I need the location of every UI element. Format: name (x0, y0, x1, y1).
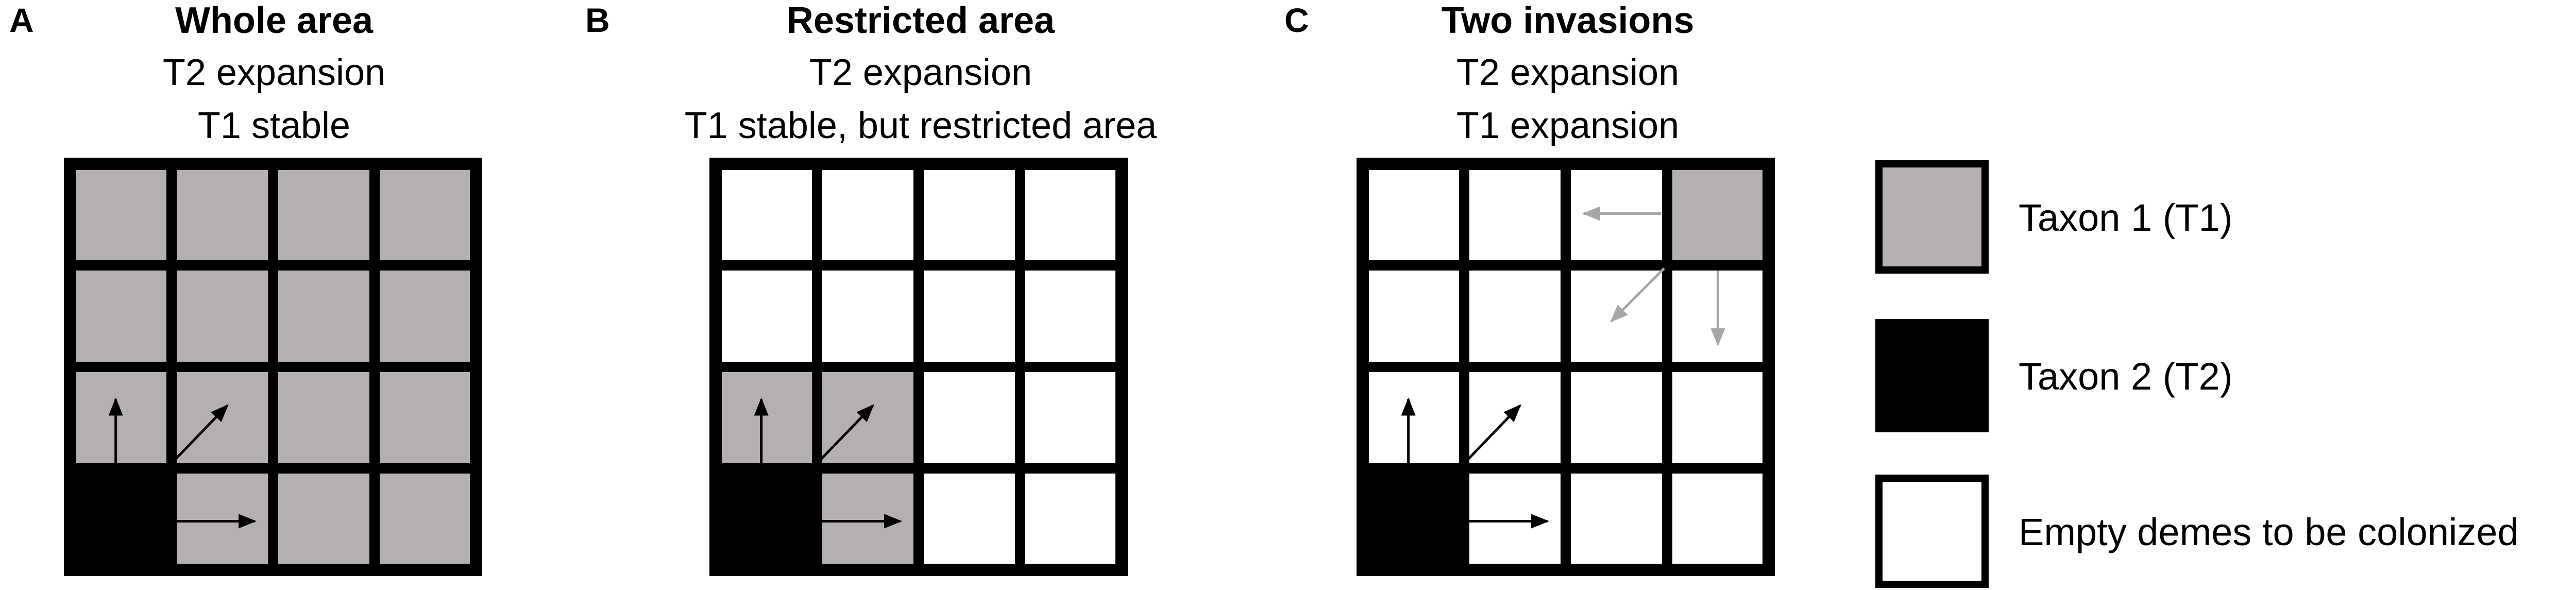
deme-cell-empty (1358, 159, 1469, 271)
deme-cell-empty (1662, 463, 1774, 575)
arrow-up-right-black (168, 404, 229, 466)
deme-cell-t1 (1662, 159, 1774, 271)
panel-c-title: Two invasions (1442, 0, 1694, 41)
deme-cell-empty (812, 159, 924, 271)
deme-cell-t2 (65, 463, 177, 575)
deme-cell-empty (913, 260, 1025, 372)
deme-cell-empty (1459, 362, 1571, 474)
legend-swatch-t1 (1875, 160, 1989, 274)
panel-a: A Whole area T2 expansion T1 stable (9, 0, 482, 576)
panel-a-line-2: T1 stable (198, 105, 350, 146)
panel-b-line-1: T2 expansion (809, 52, 1032, 93)
deme-cell-t1 (268, 463, 380, 575)
deme-cell-t1 (166, 362, 278, 474)
deme-cell-t1 (166, 159, 278, 271)
deme-cell-t1 (369, 362, 481, 474)
deme-cell-t1 (812, 362, 924, 474)
panel-letter-c: C (1284, 1, 1309, 39)
deme-cell-empty (913, 463, 1025, 575)
deme-cell-empty (812, 260, 924, 372)
panel-c-line-2: T1 expansion (1456, 105, 1679, 146)
deme-cell-empty (1459, 463, 1571, 575)
arrow-down-left-gray (1610, 267, 1665, 323)
deme-cell-t2 (710, 463, 822, 575)
grid-frame (709, 158, 1128, 576)
deme-cell-t1 (369, 260, 481, 372)
panel-b-grid (709, 158, 1128, 576)
deme-cell-t1 (268, 159, 380, 271)
deme-cell-empty (710, 260, 822, 372)
deme-cell-t2 (1358, 463, 1469, 575)
deme-cell-t1 (65, 260, 177, 372)
deme-cell-empty (1561, 463, 1672, 575)
deme-cell-empty (1015, 159, 1127, 271)
deme-cell-t1 (369, 159, 481, 271)
deme-cell-empty (1358, 362, 1469, 474)
deme-cell-empty (1459, 159, 1571, 271)
panel-letter-a: A (9, 1, 34, 39)
deme-cell-empty (1358, 260, 1469, 372)
deme-cell-empty (913, 362, 1025, 474)
legend-label-t2: Taxon 2 (T2) (2019, 355, 2232, 398)
panel-a-title: Whole area (175, 0, 374, 41)
legend-label-t1: Taxon 1 (T1) (2019, 196, 2232, 239)
panel-b-line-2: T1 stable, but restricted area (685, 105, 1157, 146)
deme-cell-empty (1015, 463, 1127, 575)
deme-cell-t1 (268, 260, 380, 372)
arrow-up-right-black (1461, 404, 1521, 466)
deme-cell-t1 (369, 463, 481, 575)
legend-swatch-t2 (1875, 319, 1989, 432)
deme-cell-empty (1662, 362, 1774, 474)
grid-frame (1357, 158, 1775, 576)
panel-b-title: Restricted area (787, 0, 1055, 41)
grid-frame (64, 158, 482, 576)
legend-label-empty: Empty demes to be colonized (2019, 511, 2519, 553)
panel-a-grid (64, 158, 482, 576)
panel-c-line-1: T2 expansion (1456, 52, 1679, 93)
deme-cell-t1 (166, 463, 278, 575)
deme-cell-t1 (166, 260, 278, 372)
legend: Taxon 1 (T1) Taxon 2 (T2) Empty demes to… (1875, 160, 2519, 588)
panel-c: C Two invasions T2 expansion T1 expansio… (1284, 0, 1775, 576)
panel-a-line-1: T2 expansion (163, 52, 385, 93)
deme-cell-t1 (268, 362, 380, 474)
panel-letter-b: B (585, 1, 610, 39)
deme-cell-empty (1561, 362, 1672, 474)
deme-cell-empty (1015, 260, 1127, 372)
panel-b: B Restricted area T2 expansion T1 stable… (585, 0, 1157, 576)
arrow-up-right-black (814, 404, 874, 466)
deme-cell-t1 (812, 463, 924, 575)
legend-swatch-empty (1875, 475, 1989, 588)
deme-cell-empty (913, 159, 1025, 271)
deme-cell-t1 (65, 159, 177, 271)
deme-cell-t1 (65, 362, 177, 474)
deme-cell-empty (1015, 362, 1127, 474)
panel-c-grid (1357, 158, 1775, 576)
deme-cell-empty (710, 159, 822, 271)
deme-cell-t1 (710, 362, 822, 474)
deme-cell-empty (1459, 260, 1571, 372)
